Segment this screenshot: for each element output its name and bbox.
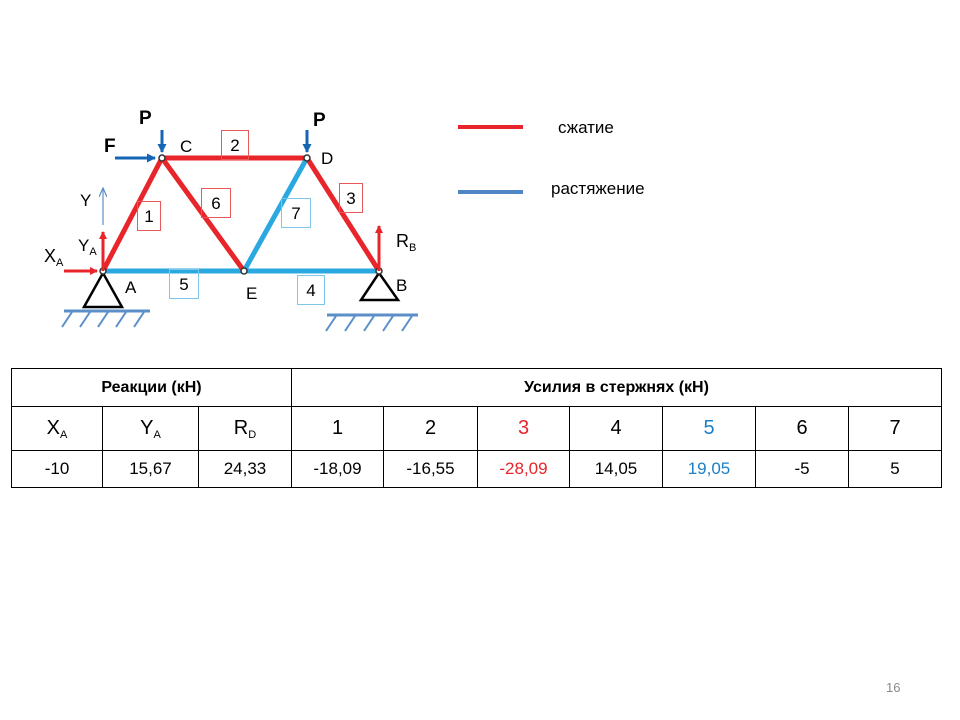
results-table: Реакции (кН) Усилия в стержнях (кН) XA Y… (11, 368, 942, 488)
support-b (325, 270, 418, 332)
reaction-symbol-ya: YA (102, 406, 199, 451)
member-number-6: 6 (755, 406, 849, 451)
member-7-label: 7 (281, 198, 311, 228)
member-3-label: 3 (339, 183, 363, 213)
node-a-label: A (125, 278, 137, 297)
support-a (61, 270, 150, 328)
member-6-compression (159, 156, 247, 273)
node-e-label: E (246, 284, 258, 303)
forces-header: Усилия в стержнях (кН) (291, 368, 942, 407)
member-number-3: 3 (477, 406, 570, 451)
member-number-5: 5 (662, 406, 756, 451)
member-number-2: 2 (383, 406, 478, 451)
member-number-1: 1 (291, 406, 384, 451)
reaction-value-xa: -10 (11, 450, 103, 488)
reaction-ya-label: YA (78, 236, 97, 258)
legend-tension-label: растяжение (551, 179, 645, 198)
member-value-1: -18,09 (291, 450, 384, 488)
reaction-rb-label: RB (396, 231, 417, 254)
member-2-label: 2 (221, 130, 249, 160)
load-p-left-label: P (139, 108, 152, 129)
member-value-3: -28,09 (477, 450, 570, 488)
page-number: 16 (886, 680, 901, 695)
member-number-4: 4 (569, 406, 663, 451)
reaction-symbol-xa: XA (11, 406, 103, 451)
member-6-label: 6 (201, 188, 231, 218)
reaction-symbol-rd: RD (198, 406, 292, 451)
reactions-header: Реакции (кН) (11, 368, 292, 407)
member-value-5: 19,05 (662, 450, 756, 488)
y-axis-label: Y (80, 191, 92, 210)
load-f-label: F (104, 136, 116, 157)
node-c-label: C (180, 137, 193, 156)
member-7-tension (241, 156, 310, 273)
member-5-label: 5 (169, 269, 199, 299)
table-value-row: -10 15,67 24,33 -18,09 -16,55 -28,09 14,… (11, 450, 942, 488)
member-3-compression (304, 156, 382, 273)
node-b-label: B (396, 276, 408, 295)
reaction-value-ya: 15,67 (102, 450, 199, 488)
member-4-label: 4 (297, 275, 325, 305)
legend-compression-label: сжатие (558, 118, 614, 137)
member-1-label: 1 (137, 201, 161, 231)
reaction-value-rd: 24,33 (198, 450, 292, 488)
node-d-label: D (321, 149, 334, 168)
member-number-7: 7 (848, 406, 942, 451)
table-header-row: Реакции (кН) Усилия в стержнях (кН) (11, 368, 942, 407)
load-p-right-label: P (313, 110, 326, 131)
member-value-2: -16,55 (383, 450, 478, 488)
member-1-compression (100, 156, 165, 273)
member-value-7: 5 (848, 450, 942, 488)
reaction-xa-label: XA (44, 246, 64, 269)
truss-diagram (61, 125, 523, 332)
member-value-4: 14,05 (569, 450, 663, 488)
member-value-6: -5 (755, 450, 849, 488)
table-symbol-row: XA YA RD 1 2 3 4 5 6 7 (11, 406, 942, 451)
